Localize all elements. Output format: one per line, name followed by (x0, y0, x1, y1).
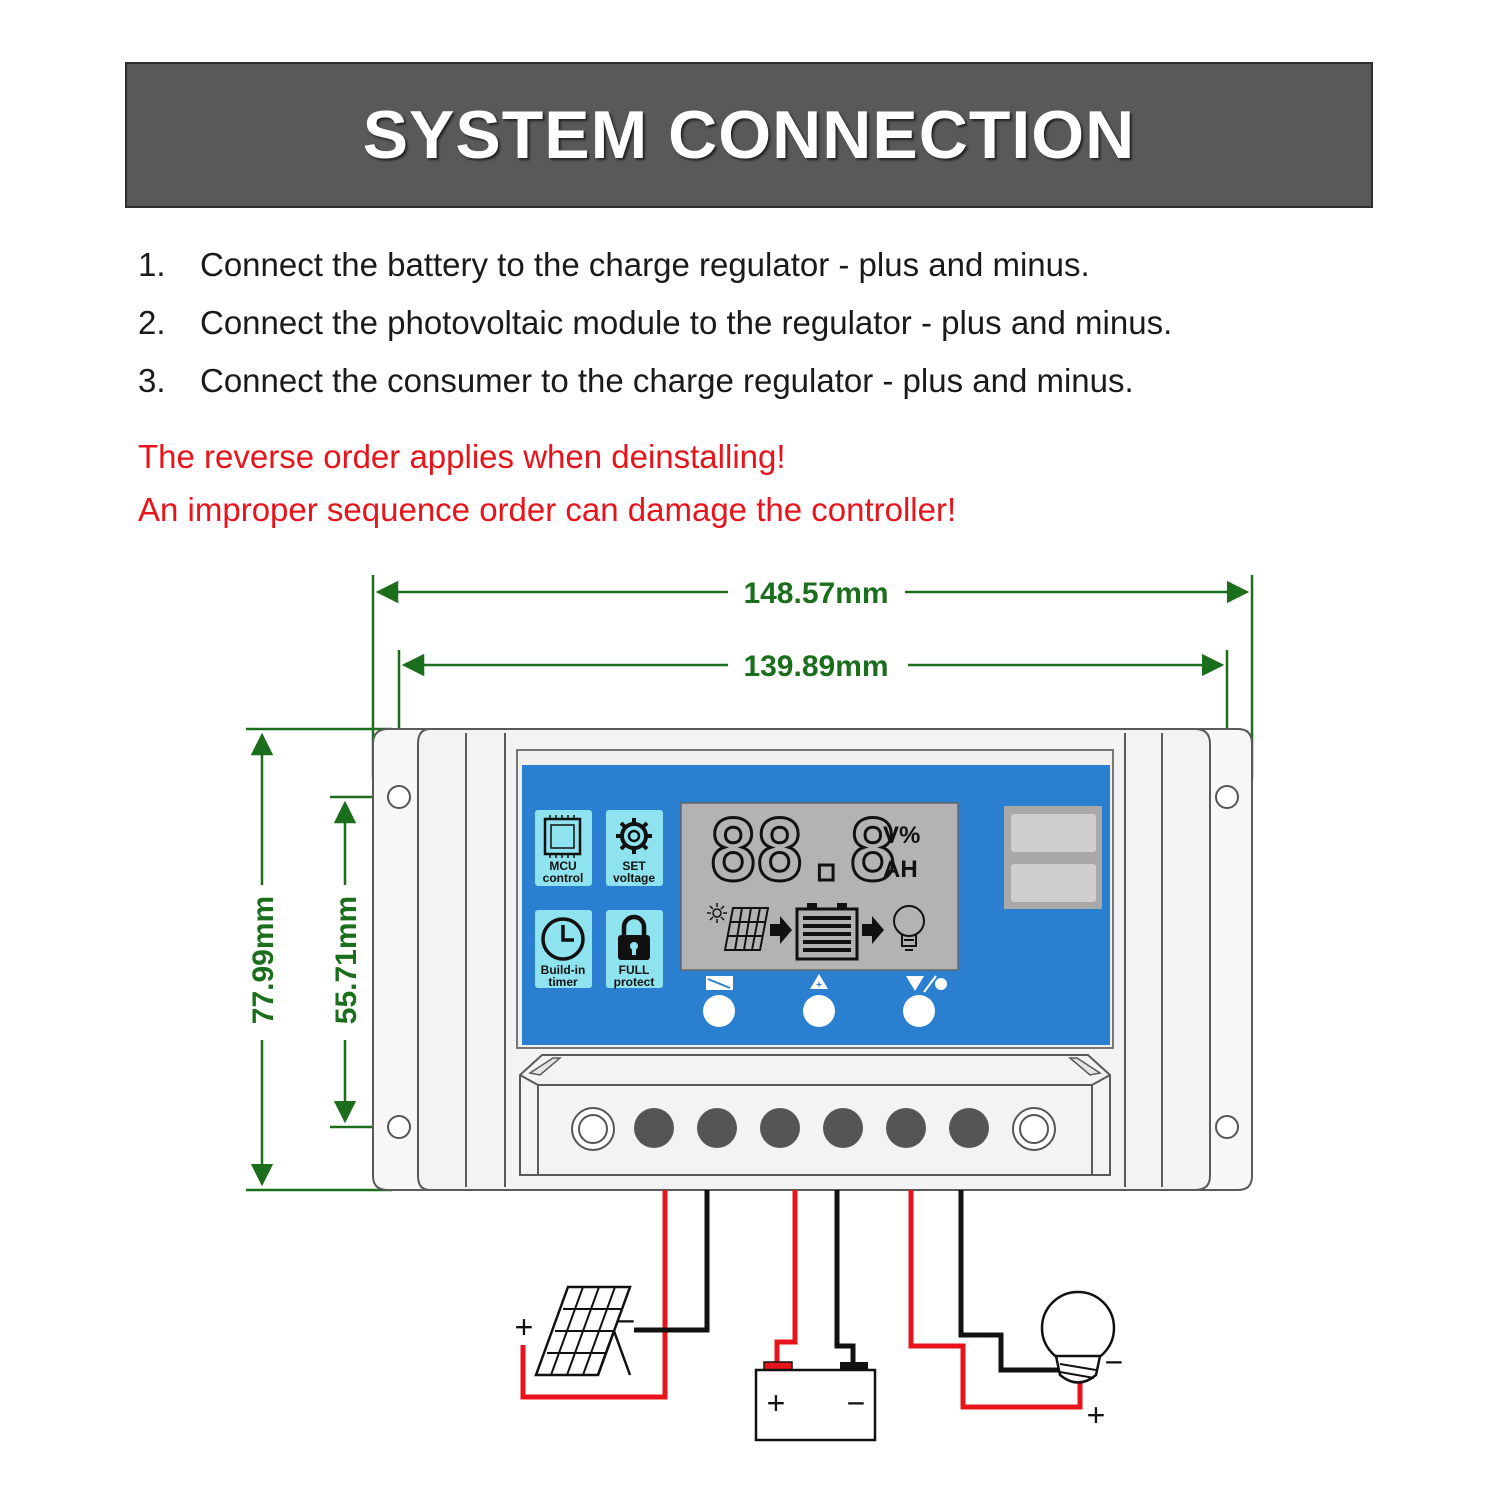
lcd-display: 88.8 V% AH (680, 801, 959, 971)
down-button[interactable] (903, 975, 947, 1027)
wire-solar-plus (520, 1190, 668, 1400)
wire-solar-minus (634, 1190, 710, 1333)
step-text: Connect the battery to the charge regula… (200, 246, 1090, 283)
wires (520, 1190, 1083, 1410)
dim-hole-height-label: 55.71mm (330, 896, 363, 1024)
dimension-lines (246, 575, 1254, 1192)
title-banner: SYSTEM CONNECTION (125, 62, 1373, 208)
sun-icon (707, 903, 727, 923)
terminal-port (760, 1108, 800, 1148)
lcd-solar-icon (723, 907, 770, 951)
wire-load-plus (908, 1190, 1083, 1410)
chip-icon (543, 815, 582, 858)
battery-icon (754, 1361, 877, 1442)
lcd-bulb-icon (893, 905, 925, 951)
step-number: 2. (138, 304, 166, 341)
gear-icon (616, 818, 652, 854)
down-icon (906, 976, 924, 991)
terminal-ports (634, 1108, 989, 1148)
feature-tile-timer: Build-in timer (535, 910, 592, 989)
svg-text:+: + (816, 980, 822, 991)
mount-hole-top-left (387, 785, 411, 809)
solar-minus-sign: − (617, 1303, 636, 1339)
feature-tile-mcu: MCU control (535, 810, 592, 886)
feature-tile-full-protect: FULL protect (606, 910, 663, 989)
mount-hole-top-right (1215, 785, 1239, 809)
lcd-arrow-2 (862, 916, 884, 944)
wire-load-minus (958, 1190, 1068, 1373)
feature-tile-set-voltage: SET voltage (606, 810, 663, 886)
step-number: 1. (138, 246, 166, 283)
lock-icon (618, 914, 650, 960)
step-item: 2. Connect the photovoltaic module to the… (138, 300, 1172, 358)
indicator-led-top (1011, 814, 1096, 852)
solar-plus-sign: + (515, 1309, 534, 1345)
indicator-leds (1004, 806, 1102, 909)
step-item: 1. Connect the battery to the charge regu… (138, 242, 1172, 300)
lcd-unit-bottom: AH (883, 856, 918, 883)
terminal-block (519, 1054, 1111, 1176)
page-title: SYSTEM CONNECTION (362, 97, 1136, 173)
connection-steps: 1. Connect the battery to the charge regu… (138, 242, 1172, 416)
up-button[interactable]: + (803, 974, 835, 1027)
wire-battery-minus (834, 1190, 856, 1362)
feature-label-line1: FULL (619, 963, 650, 977)
dim-outer-height-label: 77.99mm (247, 896, 280, 1024)
battery-minus-sign: − (847, 1385, 866, 1421)
step-text: Connect the consumer to the charge regul… (200, 362, 1134, 399)
load-minus-sign: − (1105, 1344, 1124, 1380)
mount-hole-bottom-left (387, 1115, 411, 1139)
up-icon (810, 974, 828, 989)
mounting-holes (387, 785, 1239, 1139)
terminal-port (886, 1108, 926, 1148)
solar-panel-icon (534, 1285, 632, 1377)
mount-hole-bottom-right (1215, 1115, 1239, 1139)
load-plus-sign: + (1087, 1397, 1106, 1433)
battery-plus-sign: + (767, 1385, 786, 1421)
step-number: 3. (138, 362, 166, 399)
lcd-arrow-1 (770, 916, 792, 944)
feature-label-line1: Build-in (541, 963, 586, 977)
lcd-battery-icon (795, 903, 859, 961)
step-item: 3. Connect the consumer to the charge reg… (138, 358, 1172, 416)
light-bulb-icon (1040, 1290, 1116, 1384)
warning-improper-sequence: An improper sequence order can damage th… (138, 491, 957, 528)
terminal-port (949, 1108, 989, 1148)
indicator-led-bottom (1011, 864, 1096, 902)
wire-battery-plus (774, 1190, 798, 1362)
lcd-unit-top: V% (883, 822, 920, 849)
feature-label-line2: timer (548, 975, 578, 989)
lcd-digits: 88.8 (708, 802, 894, 900)
clock-icon (541, 917, 585, 961)
feature-label-line2: protect (614, 975, 655, 989)
menu-button[interactable] (703, 976, 735, 1027)
feature-label-line1: SET (622, 859, 646, 873)
step-text: Connect the photovoltaic module to the r… (200, 304, 1173, 341)
feature-label-line2: control (543, 871, 584, 885)
screw-left (571, 1107, 615, 1151)
terminal-port (634, 1108, 674, 1148)
warning-reverse-order: The reverse order applies when deinstall… (138, 438, 786, 475)
dim-hole-width-label: 139.89mm (743, 650, 888, 683)
terminal-port (697, 1108, 737, 1148)
feature-label-line2: voltage (613, 871, 655, 885)
screw-right (1012, 1107, 1056, 1151)
feature-label-line1: MCU (549, 859, 576, 873)
terminal-port (823, 1108, 863, 1148)
dim-outer-width-label: 148.57mm (743, 577, 888, 610)
